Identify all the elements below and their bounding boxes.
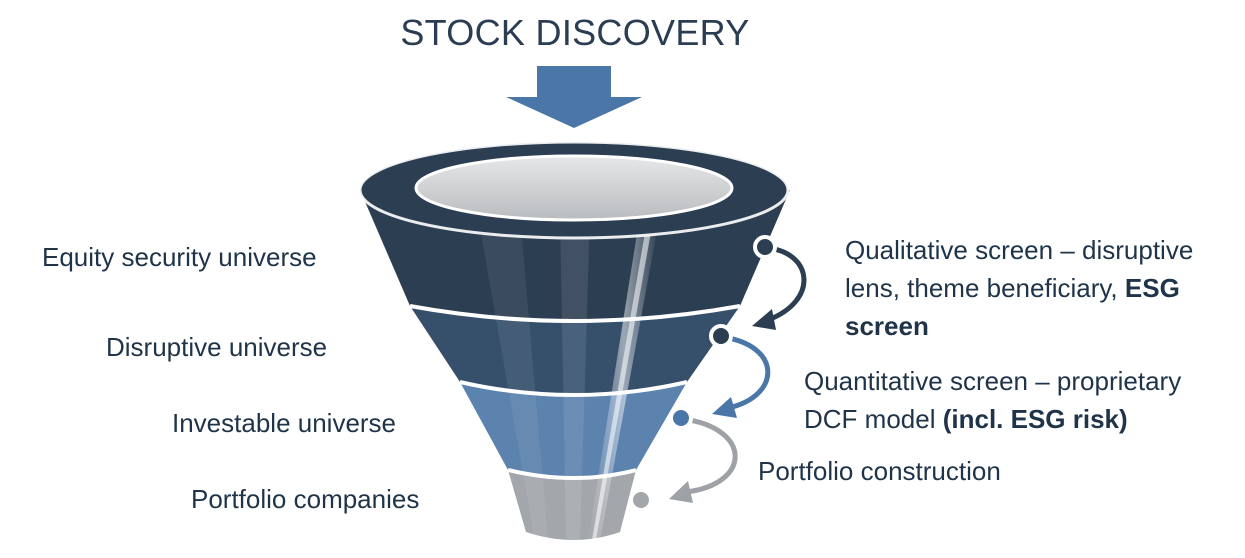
connector-dot-investable bbox=[669, 406, 693, 430]
connector-dot-portfolio bbox=[629, 488, 653, 512]
stage-label-portfolio: Portfolio companies bbox=[191, 484, 420, 514]
diagram-title: STOCK DISCOVERY bbox=[400, 12, 750, 53]
connector-dot-disruptive bbox=[709, 324, 733, 348]
annotation-qualitative: Qualitative screen – disruptive lens, th… bbox=[845, 231, 1240, 345]
annotation-portfolio-text: Portfolio construction bbox=[758, 456, 1001, 486]
annotation-qualitative-bold: ESG screen bbox=[845, 273, 1180, 341]
stage-label-investable: Investable universe bbox=[172, 408, 397, 438]
funnel-band-investable bbox=[460, 382, 687, 478]
annotation-portfolio: Portfolio construction bbox=[758, 452, 1078, 490]
stage-label-equity: Equity security universe bbox=[42, 242, 317, 272]
annotation-qualitative-text: Qualitative screen – disruptive lens, th… bbox=[845, 235, 1194, 303]
funnel-band-disruptive bbox=[410, 306, 740, 395]
down-arrow-icon bbox=[506, 66, 642, 128]
annotation-quantitative: Quantitative screen – proprietary DCF mo… bbox=[804, 362, 1234, 438]
stage-label-disruptive: Disruptive universe bbox=[106, 332, 328, 362]
annotation-quantitative-bold: (incl. ESG risk) bbox=[942, 404, 1128, 434]
connector-arrow-qualitative bbox=[766, 245, 807, 323]
connector-arrow-quantitative bbox=[721, 334, 771, 411]
connector-arrow-portfolio bbox=[682, 416, 738, 495]
annotation-quantitative-text: Quantitative screen – proprietary DCF mo… bbox=[804, 366, 1182, 434]
funnel-opening bbox=[414, 154, 734, 222]
connector-dot-equity bbox=[753, 235, 777, 259]
